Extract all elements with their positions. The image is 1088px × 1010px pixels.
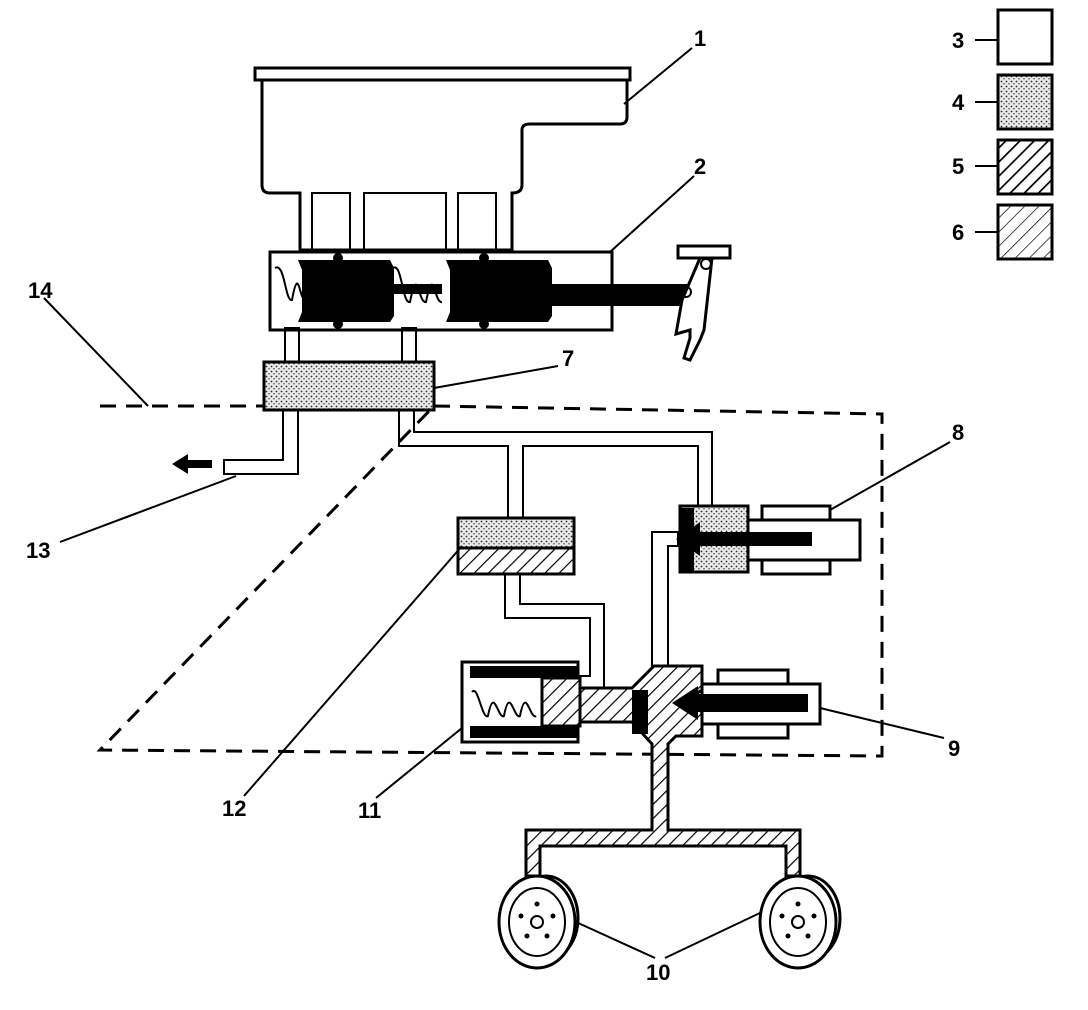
leader-lines: [43, 47, 951, 959]
pedal-rod-pin: [680, 286, 692, 298]
solenoid-8-coil-upper: [760, 504, 832, 522]
solenoid-8-plunger: [696, 532, 812, 546]
callout-8: 8: [952, 420, 964, 445]
reservoir-port-left: [311, 192, 351, 251]
outlet-line-left: [284, 327, 300, 365]
legend-label-4: 4: [952, 90, 965, 115]
legend-swatch-blank: [996, 8, 1054, 66]
reservoir-port-right: [457, 192, 497, 251]
callout-9: 9: [948, 736, 960, 761]
solenoid-9: [672, 668, 822, 740]
reservoir-port-center: [363, 192, 447, 251]
solenoid-8-coil-lower: [760, 558, 832, 576]
solenoid-9-plunger: [690, 694, 808, 712]
seal-3: [479, 253, 489, 263]
line-to-front-brakes: [223, 409, 299, 475]
pedal-arm: [674, 256, 714, 362]
accumulator: [460, 660, 582, 744]
callout-11: 11: [358, 798, 381, 823]
wheel-left-face: [497, 874, 577, 970]
solenoid-9-arrow-icon: [672, 686, 698, 720]
callout-1: 1: [694, 26, 706, 51]
pedal-bracket: [676, 244, 732, 260]
reservoir-body: [260, 78, 629, 252]
solenoid-8-valve-face: [680, 508, 694, 572]
pedal-pivot: [700, 258, 712, 270]
isolation-valve-upper: [456, 516, 576, 550]
legend-item-6: 6: [952, 203, 1054, 261]
seal-1: [333, 253, 343, 263]
accumulator-top-bar: [470, 666, 578, 678]
legend-swatch-dotted: [996, 73, 1054, 131]
legend-item-3: 3: [952, 8, 1054, 66]
central-valve-seal: [632, 690, 648, 734]
secondary-piston: [446, 260, 552, 322]
callout-10: 10: [646, 960, 670, 985]
wheel-right-center: [791, 915, 805, 929]
vertical-passage-right: [651, 531, 679, 681]
legend: 3 4 5 6: [952, 8, 1054, 261]
isolation-valve-lower: [456, 546, 576, 576]
line-to-modulator: [398, 409, 713, 521]
rear-wheel-right: [758, 874, 842, 970]
callout-2: 2: [694, 154, 706, 179]
accumulator-spring-icon: [471, 689, 537, 718]
seal-2: [333, 319, 343, 329]
callout-12: 12: [222, 796, 246, 821]
master-pressure-lines: [172, 327, 713, 521]
callout-labels: 1 2 7 8 9 10 11 12 13 14: [26, 26, 964, 985]
solenoid-9-coil-upper: [716, 668, 790, 686]
primary-piston: [298, 260, 394, 322]
legend-swatch-hatch-bold: [996, 138, 1054, 196]
push-rod: [548, 284, 690, 306]
seal-4: [479, 319, 489, 329]
reservoir-cap: [253, 66, 632, 82]
rear-wheel-left: [497, 874, 580, 970]
wheel-left-hub: [508, 887, 566, 957]
piston-link: [390, 284, 442, 294]
legend-label-5: 5: [952, 154, 964, 179]
accumulator-bottom-bar: [470, 726, 578, 738]
legend-item-4: 4: [952, 73, 1054, 131]
wheel-right-hub: [769, 887, 827, 957]
outlet-line-right: [401, 327, 417, 365]
fluid-reservoir: [253, 66, 632, 252]
master-cylinder: [268, 250, 690, 332]
callout-13: 13: [26, 538, 50, 563]
combination-valve: [262, 360, 436, 412]
legend-label-3: 3: [952, 28, 964, 53]
isolation-valve: [456, 516, 576, 576]
legend-item-5: 5: [952, 138, 1054, 196]
accumulator-piston: [540, 676, 582, 728]
brake-pedal: [674, 244, 732, 362]
solenoid-8: [676, 504, 862, 576]
abs-modulator-boundary: [96, 404, 884, 758]
callout-14: 14: [28, 278, 53, 303]
wheel-left-center: [530, 915, 544, 929]
legend-swatch-hatch-thin: [996, 203, 1054, 261]
callout-7: 7: [562, 346, 574, 371]
wheel-right-face: [758, 874, 838, 970]
solenoid-9-coil-lower: [716, 722, 790, 740]
flow-arrow-left-icon: [172, 454, 212, 474]
legend-label-6: 6: [952, 220, 964, 245]
